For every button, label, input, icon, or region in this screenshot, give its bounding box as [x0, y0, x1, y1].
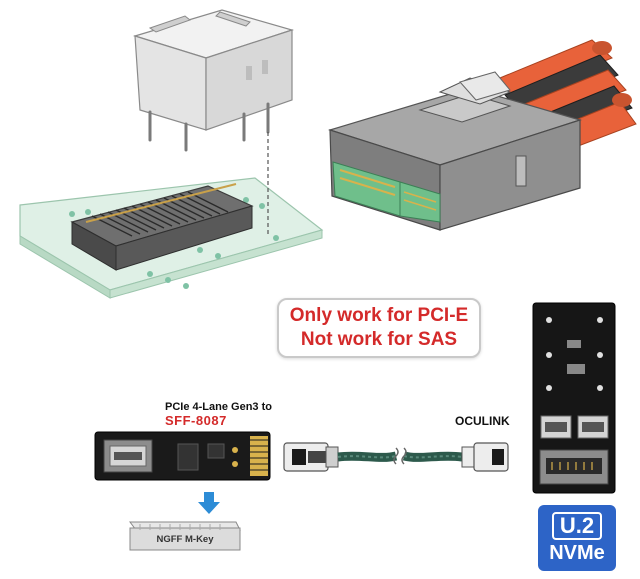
- badge-nvme-text: NVMe: [549, 542, 605, 564]
- sff-8087-plug: [327, 39, 637, 231]
- notice-line-sas: Not work for SAS: [300, 329, 458, 350]
- u2-adapter-board: [532, 302, 616, 494]
- sff-connector-body: [70, 183, 254, 271]
- board-mount-holes: [546, 317, 603, 391]
- adapter-subtitle: SFF-8087: [165, 413, 227, 428]
- adapter-title: PCIe 4-Lane Gen3 to SFF-8087: [165, 400, 285, 428]
- arrow-down-icon: [198, 492, 220, 514]
- notice-line-pcie: Only work for PCI-E: [289, 305, 469, 326]
- sff-cable-plug: [283, 442, 339, 472]
- u2-nvme-badge: U.2 NVMe: [538, 505, 616, 571]
- pcb-connector-assembly: [19, 9, 324, 299]
- m2-adapter-card: [94, 431, 271, 481]
- ngff-board: [129, 521, 241, 551]
- adapter-title-line: PCIe 4-Lane Gen3 to: [165, 401, 272, 413]
- metal-bracket: [132, 9, 295, 152]
- badge-u2-text: U.2: [551, 512, 603, 540]
- pcb-holes: [69, 197, 279, 289]
- ngff-label: NGFF M-Key: [156, 534, 214, 545]
- oculink-label: OCULINK: [455, 414, 510, 428]
- compatibility-notice: Only work for PCI-E Not work for SAS: [277, 298, 481, 358]
- oculink-cable: [283, 442, 509, 472]
- oculink-plug: [461, 442, 509, 472]
